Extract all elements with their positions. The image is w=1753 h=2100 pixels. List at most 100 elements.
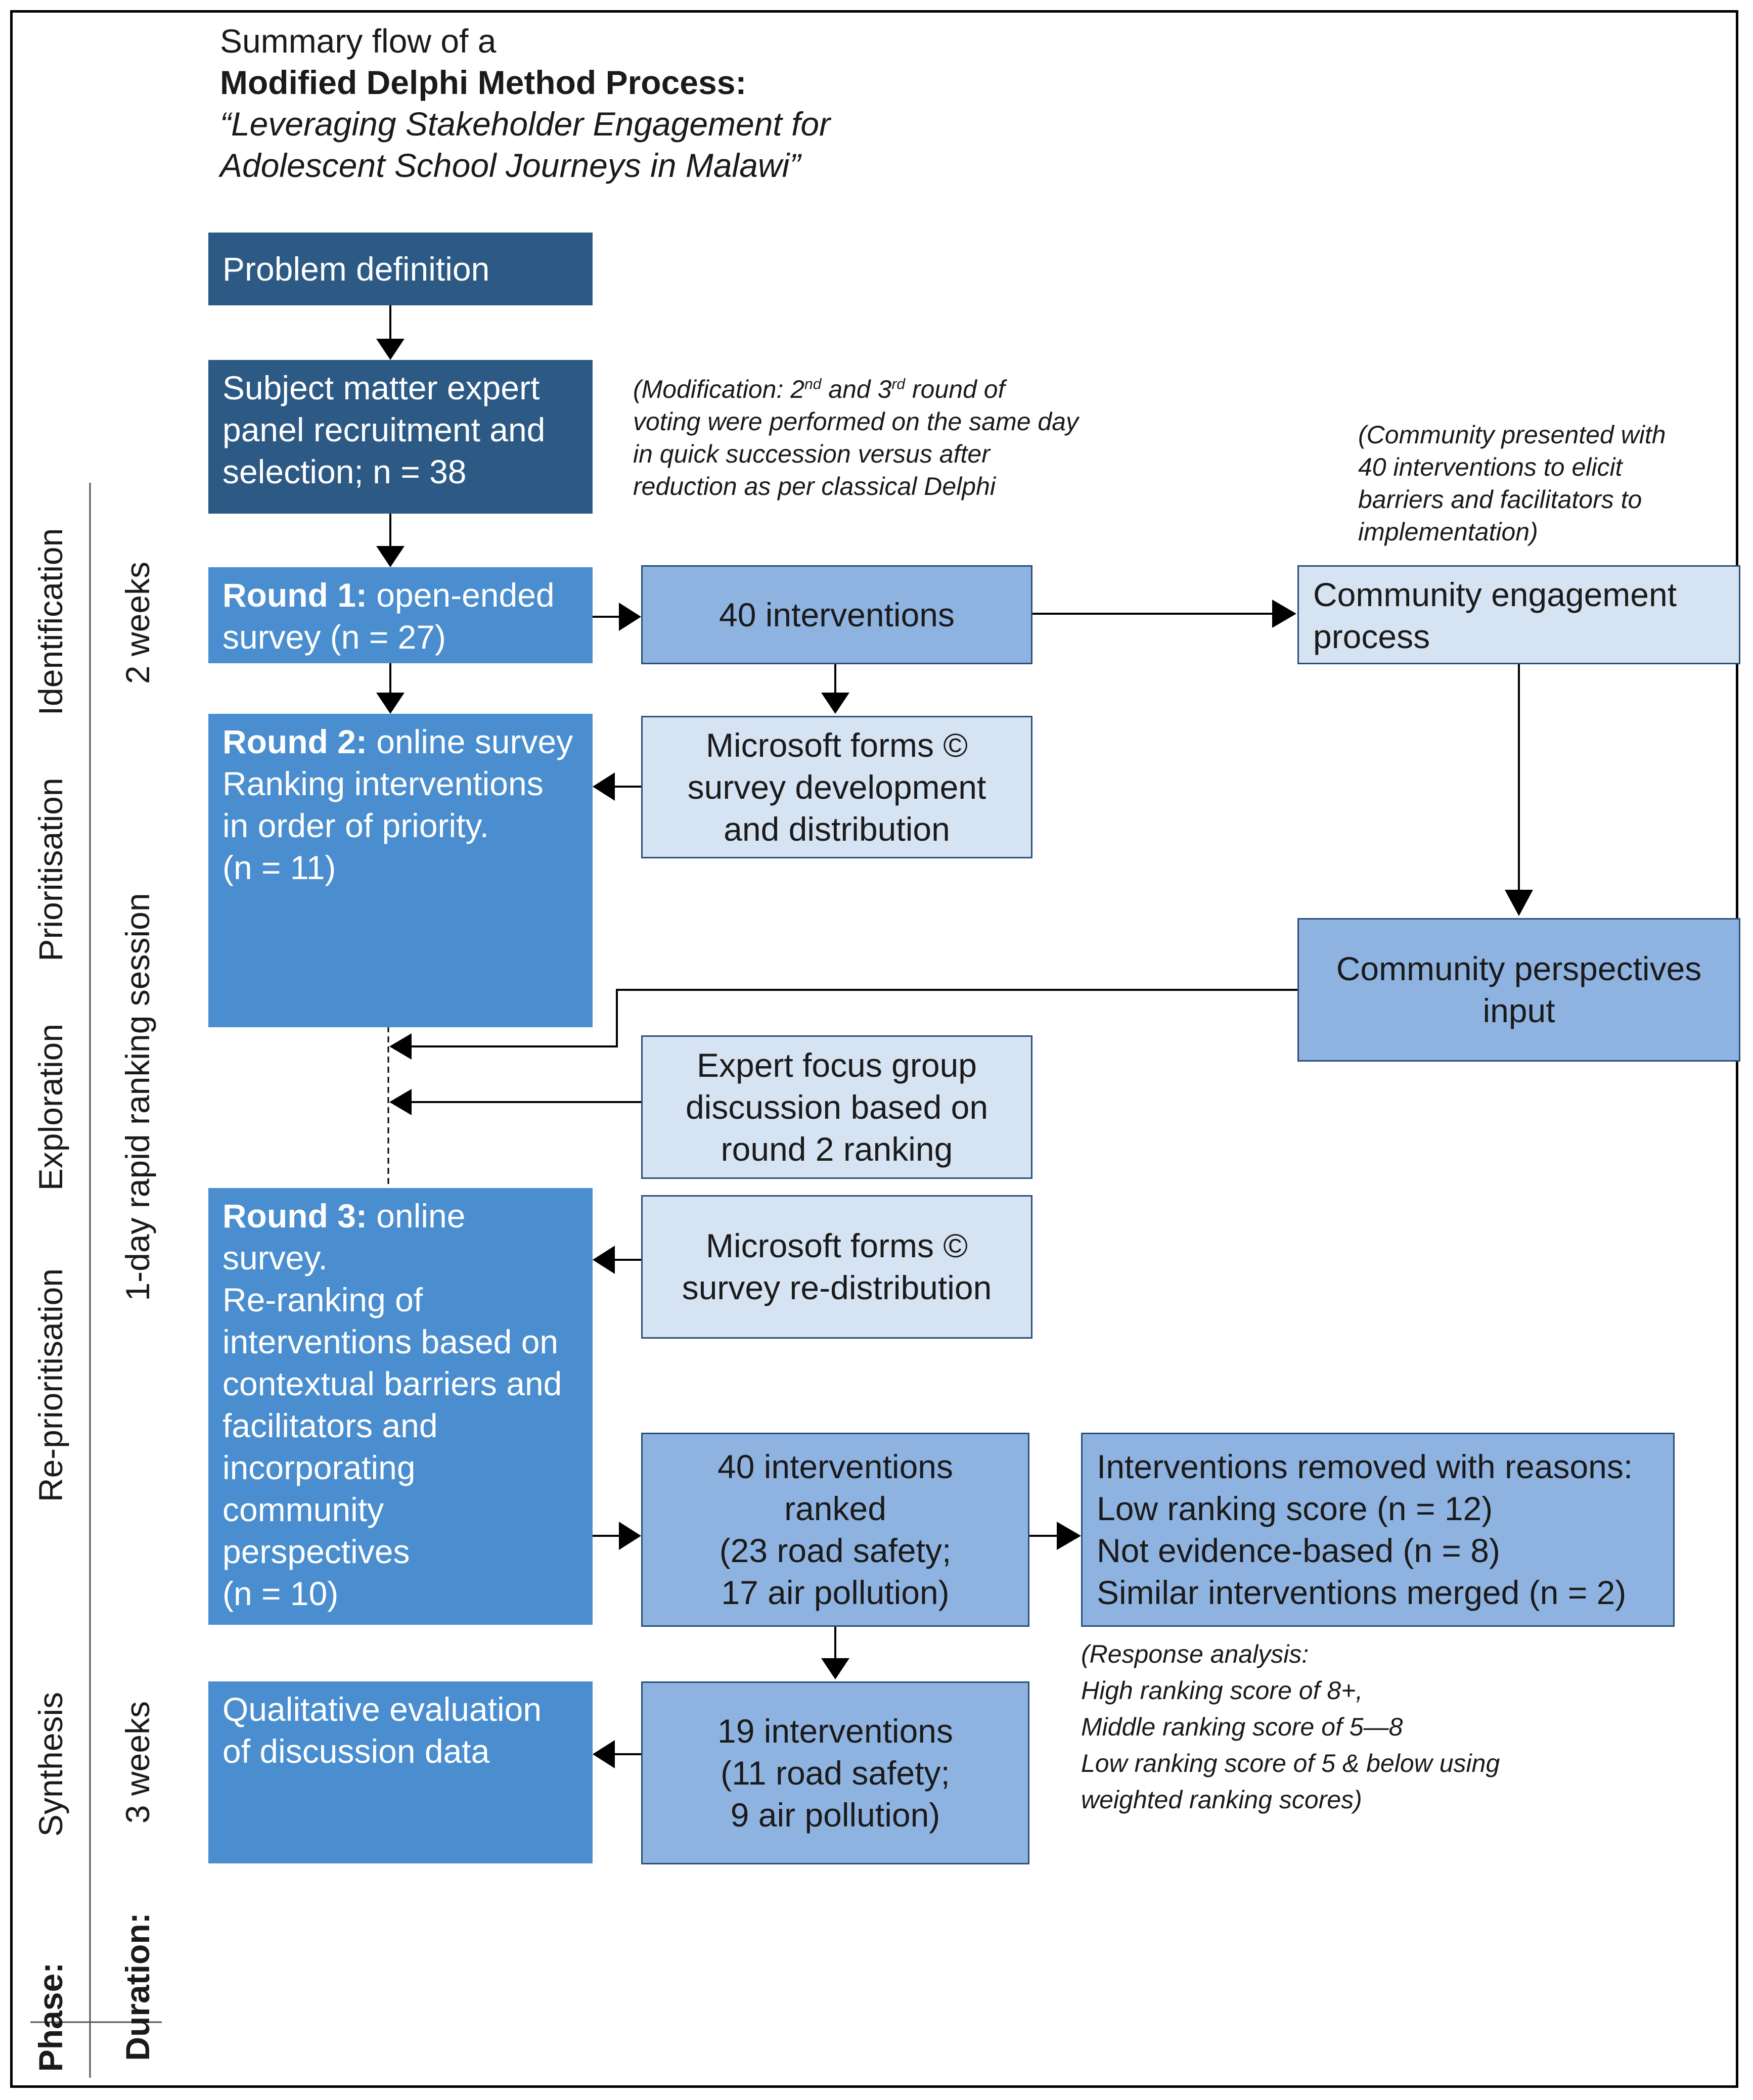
community-note-line: (Community presented with [1358,421,1666,449]
ms-forms-dev-line: and distribution [724,810,950,848]
ranked-40-line: (23 road safety; [719,1532,952,1569]
panel-recruitment-line: selection; n = 38 [222,453,467,490]
round2-line: Ranking interventions [222,765,544,802]
response-line: (Response analysis: [1081,1640,1309,1668]
round1-text: open-ended [367,576,555,614]
round3-line: perspectives [222,1533,410,1570]
title-line-3: “Leveraging Stakeholder Engagement for [220,105,831,143]
expert-focus-line: Expert focus group [697,1046,977,1084]
title-line-2: Modified Delphi Method Process: [220,64,747,101]
ms-forms-dev-line: Microsoft forms © [705,726,968,764]
interventions-40-label: 40 interventions [719,596,955,633]
round3-line: facilitators and [222,1407,438,1444]
ranked-40-line: ranked [784,1490,886,1527]
interventions-removed-box: Interventions removed with reasons: Low … [1081,1433,1675,1627]
final-19-line: (11 road safety; [721,1754,950,1792]
expert-focus-line: round 2 ranking [721,1130,953,1168]
modification-text: round of [905,375,1005,403]
round3-bold-label: Round 3: [222,1197,367,1235]
ranked-40-line: 40 interventions [717,1448,953,1485]
modification-sup: rd [891,376,906,393]
title-line-1: Summary flow of a [220,22,497,60]
community-perspectives-box: Community perspectives input [1297,918,1740,1062]
community-note-line: 40 interventions to elicit [1358,453,1623,481]
removed-line: Not evidence-based (n = 8) [1097,1532,1500,1569]
community-engagement-line: Community engagement [1313,576,1677,613]
duration-one-day: 1-day rapid ranking session [119,893,156,1301]
modification-line: voting were performed on the same day [633,407,1079,436]
final-19-box: 19 interventions (11 road safety; 9 air … [641,1681,1029,1864]
modification-line: in quick succession versus after [633,440,990,468]
community-note-line: barriers and facilitators to [1358,485,1642,514]
ms-forms-redist-line: survey re-distribution [682,1269,992,1306]
round2-box: Round 2: online survey Ranking intervent… [208,714,593,1027]
round1-bold-label: Round 1: [222,576,367,614]
round3-line: community [222,1491,384,1528]
response-line: High ranking score of 8+, [1081,1676,1363,1705]
problem-definition-box: Problem definition [208,233,593,305]
round3-line: Re-ranking of [222,1281,423,1318]
qualitative-evaluation-box: Qualitative evaluation of discussion dat… [208,1681,593,1863]
community-note: (Community presented with 40 interventio… [1358,419,1666,548]
round3-line: survey. [222,1239,328,1276]
response-line: Middle ranking score of 5—8 [1081,1713,1403,1741]
modification-text: (Modification: 2 [633,375,805,403]
round1-text-2: survey (n = 27) [222,618,446,656]
round2-bold-label: Round 2: [222,723,367,760]
community-note-line: implementation) [1358,518,1538,546]
modification-line: reduction as per classical Delphi [633,472,996,500]
phase-identification: Identification [32,528,69,716]
phase-exploration: Exploration [32,1023,69,1191]
phase-prioritisation: Prioritisation [32,778,69,962]
community-perspectives-line: input [1482,992,1555,1029]
round3-line: interventions based on [222,1323,559,1360]
removed-line: Low ranking score (n = 12) [1097,1490,1493,1527]
problem-definition-label: Problem definition [222,250,490,288]
modification-text: and 3 [821,375,892,403]
ms-forms-redist-line: Microsoft forms © [705,1227,968,1264]
community-perspectives-line: Community perspectives [1336,950,1702,987]
round3-line: incorporating [222,1449,416,1486]
qualitative-line: of discussion data [222,1732,490,1770]
ms-forms-redistribution-box: Microsoft forms © survey re-distribution [641,1195,1032,1339]
removed-line: Interventions removed with reasons: [1097,1448,1633,1485]
modification-note: (Modification: 2nd and 3rd round of voti… [633,373,1078,503]
expert-focus-line: discussion based on [685,1088,988,1126]
modification-sup: nd [804,376,822,393]
phase-synthesis: Synthesis [32,1692,69,1837]
round3-line: contextual barriers and [222,1365,562,1402]
qualitative-line: Qualitative evaluation [222,1691,542,1728]
panel-recruitment-box: Subject matter expert panel recruitment … [208,360,593,514]
final-19-line: 9 air pollution) [730,1796,940,1834]
panel-recruitment-line: panel recruitment and [222,411,546,448]
final-19-line: 19 interventions [717,1712,953,1750]
round3-text: online [367,1197,466,1235]
community-engagement-line: process [1313,618,1430,655]
ms-forms-development-box: Microsoft forms © survey development and… [641,716,1032,858]
phase-header: Phase: [32,1962,69,2072]
ms-forms-dev-line: survey development [687,768,986,806]
phase-reprioritisation: Re-prioritisation [32,1268,69,1502]
duration-two-weeks: 2 weeks [119,561,156,684]
response-analysis-note: (Response analysis: High ranking score o… [1081,1636,1500,1818]
duration-three-weeks: 3 weeks [119,1701,156,1824]
round2-line: in order of priority. [222,807,489,844]
diagram-title: Summary flow of a Modified Delphi Method… [220,20,830,186]
expert-focus-group-box: Expert focus group discussion based on r… [641,1035,1032,1179]
round2-line: (n = 11) [222,849,336,886]
round3-box: Round 3: online survey. Re-ranking of in… [208,1188,593,1625]
interventions-40-box: 40 interventions [641,565,1032,664]
ranked-40-box: 40 interventions ranked (23 road safety;… [641,1433,1029,1627]
removed-line: Similar interventions merged (n = 2) [1097,1574,1627,1611]
round3-line: (n = 10) [222,1575,339,1612]
response-line: Low ranking score of 5 & below using [1081,1749,1500,1777]
round1-box: Round 1: open-ended survey (n = 27) [208,567,593,663]
panel-recruitment-line: Subject matter expert [222,369,540,406]
title-line-4: Adolescent School Journeys in Malawi” [220,147,801,184]
ranked-40-line: 17 air pollution) [721,1574,950,1611]
community-engagement-box: Community engagement process [1297,565,1740,664]
round2-text: online survey [367,723,573,760]
response-line: weighted ranking scores) [1081,1786,1362,1814]
duration-header: Duration: [119,1912,156,2061]
